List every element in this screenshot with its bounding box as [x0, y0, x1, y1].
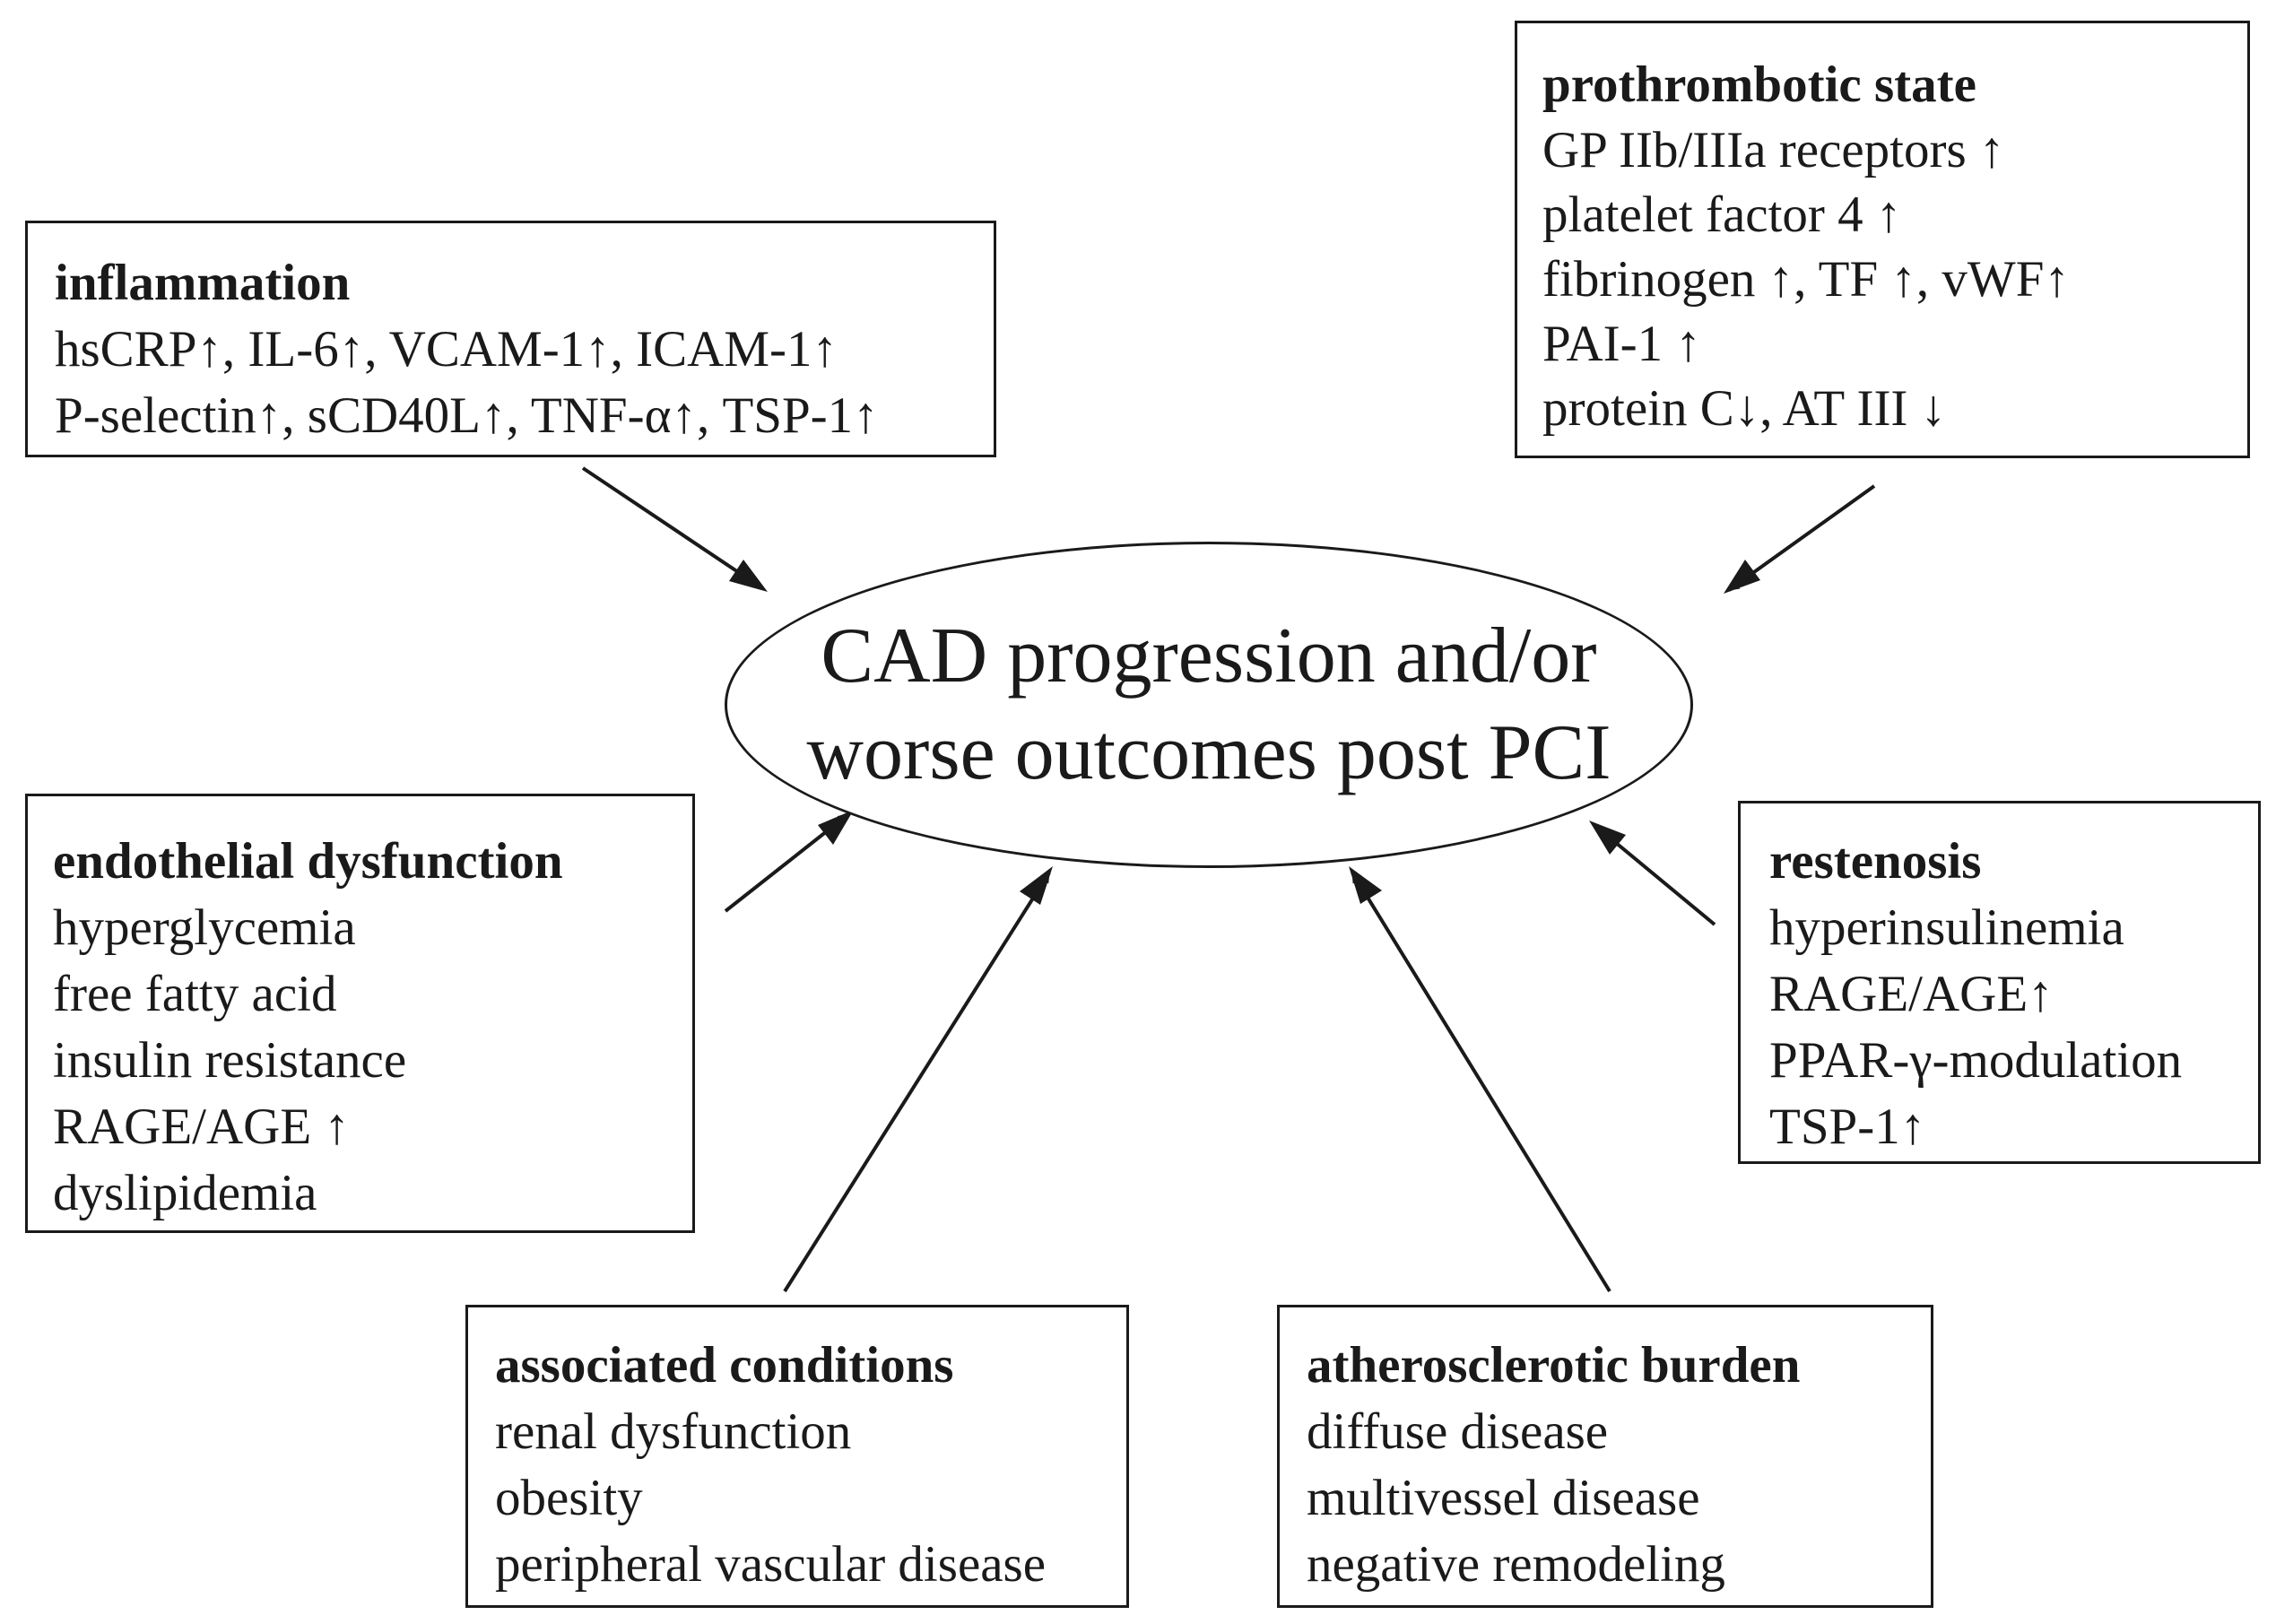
associated-item: peripheral vascular disease: [495, 1536, 1047, 1593]
inflammation-title: inflammation: [55, 255, 351, 311]
atherosclerotic-item: diffuse disease: [1307, 1403, 1609, 1460]
restenosis-item: hyperinsulinemia: [1769, 899, 2124, 956]
arrowhead-associated: [1020, 866, 1053, 905]
inflammation-box: inflammation hsCRP↑, IL-6↑, VCAM-1↑, ICA…: [25, 221, 996, 457]
atherosclerotic-burden-box: atherosclerotic burden diffuse disease m…: [1277, 1305, 1933, 1608]
atherosclerotic-item: multivessel disease: [1307, 1470, 1700, 1526]
atherosclerotic-item: negative remodeling: [1307, 1536, 1725, 1593]
prothrombotic-item: platelet factor 4 ↑: [1542, 187, 1902, 243]
center-text-line-1: CAD progression and/or: [821, 612, 1597, 699]
restenosis-box: restenosis hyperinsulinemia RAGE/AGE↑ PP…: [1738, 801, 2261, 1164]
arrowhead-prothrombotic: [1724, 560, 1760, 594]
arrowhead-atherosclerotic: [1349, 866, 1382, 904]
endothelial-item: hyperglycemia: [53, 899, 356, 956]
restenosis-item: RAGE/AGE↑: [1769, 966, 2054, 1022]
arrow-inflammation: [581, 466, 764, 590]
endothelial-dysfunction-box: endothelial dysfunction hyperglycemia fr…: [25, 794, 695, 1233]
center-outcome-ellipse: CAD progression and/or worse outcomes po…: [725, 542, 1693, 868]
endothelial-item: dyslipidemia: [53, 1165, 317, 1221]
endothelial-title: endothelial dysfunction: [53, 833, 563, 890]
arrowhead-restenosis: [1589, 821, 1626, 855]
arrow-atherosclerotic: [1351, 871, 1611, 1293]
endothelial-item: RAGE/AGE ↑: [53, 1099, 350, 1155]
arrowhead-endothelial: [818, 810, 854, 845]
arrowhead-inflammation: [729, 560, 768, 592]
restenosis-title: restenosis: [1769, 833, 1982, 890]
endothelial-item: free fatty acid: [53, 966, 337, 1022]
endothelial-item: insulin resistance: [53, 1032, 407, 1089]
restenosis-item: TSP-1↑: [1769, 1099, 1926, 1155]
prothrombotic-state-box: prothrombotic state GP IIb/IIIa receptor…: [1515, 21, 2250, 458]
prothrombotic-item: GP IIb/IIIa receptors ↑: [1542, 122, 2005, 178]
inflammation-item: hsCRP↑, IL-6↑, VCAM-1↑, ICAM-1↑: [55, 321, 838, 378]
atherosclerotic-title: atherosclerotic burden: [1307, 1337, 1801, 1394]
associated-title: associated conditions: [495, 1337, 954, 1394]
prothrombotic-item: fibrinogen ↑, TF ↑, vWF↑: [1542, 251, 2070, 308]
associated-item: renal dysfunction: [495, 1403, 852, 1460]
prothrombotic-item: PAI-1 ↑: [1542, 316, 1701, 372]
associated-item: obesity: [495, 1470, 643, 1526]
prothrombotic-item: protein C↓, AT III ↓: [1542, 380, 1947, 437]
restenosis-item: PPAR-γ-modulation: [1769, 1032, 2183, 1089]
prothrombotic-title: prothrombotic state: [1542, 56, 1976, 113]
inflammation-item: P-selectin↑, sCD40L↑, TNF-α↑, TSP-1↑: [55, 387, 879, 444]
center-text-line-2: worse outcomes post PCI: [806, 709, 1611, 796]
associated-conditions-box: associated conditions renal dysfunction …: [465, 1305, 1129, 1608]
arrow-associated: [783, 871, 1051, 1293]
